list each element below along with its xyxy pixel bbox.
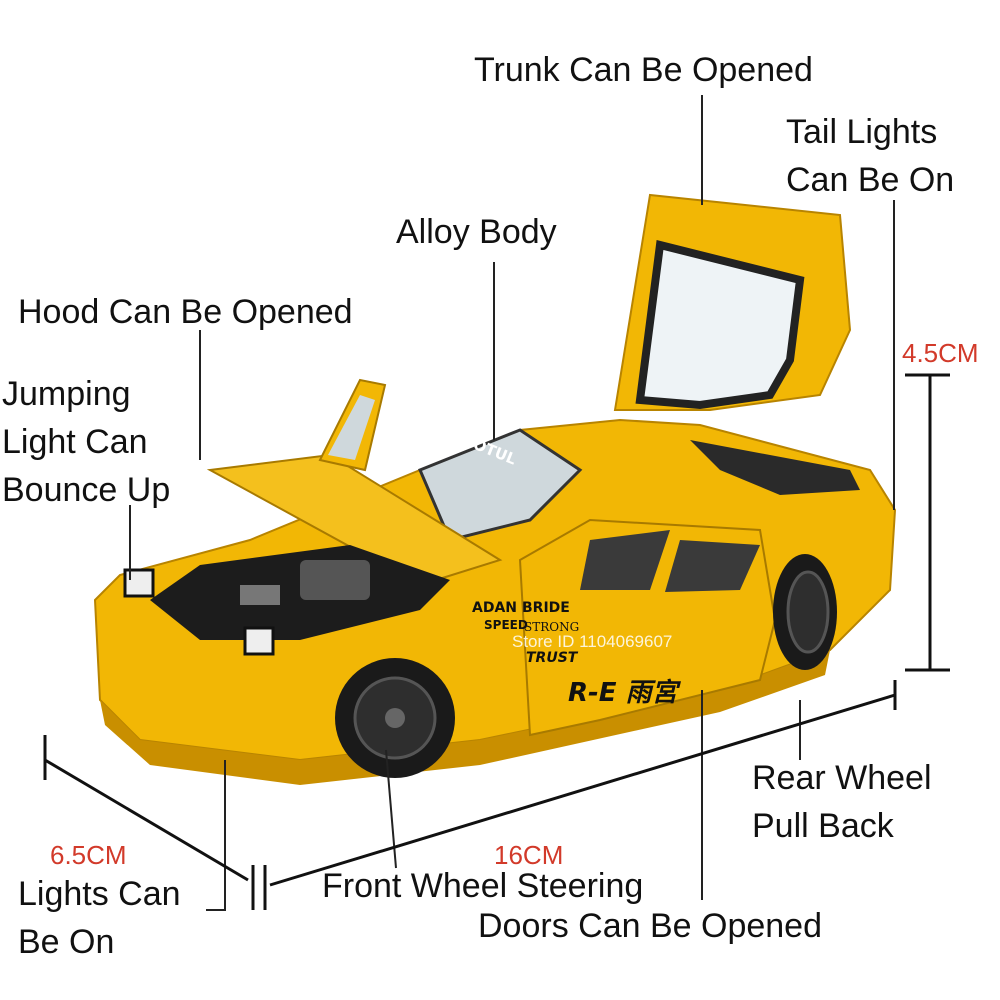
front-wheel [335,658,455,778]
store-watermark: Store ID 1104069607 [512,632,673,651]
callout-trunk: Trunk Can Be Opened [474,51,813,89]
callout-front-wheel: Front Wheel Steering [322,867,644,905]
decal-bride: BRIDE [522,600,570,616]
callout-jumping-line3: Bounce Up [2,471,171,509]
callout-tail-lights-line1: Tail Lights [786,113,938,151]
decal-speed: SPEED [484,618,528,632]
car-body [93,378,897,785]
callout-hood: Hood Can Be Opened [18,293,353,331]
decal-script: R-E 雨宮 [568,678,678,708]
callout-lights-line2: Be On [18,923,115,961]
dimension-width: 6.5CM [50,840,127,870]
leader-lines [129,95,895,911]
callout-doors: Doors Can Be Opened [478,907,822,945]
callout-tail-lights-line2: Can Be On [786,161,955,199]
open-hatch [613,193,852,411]
decal-strong: STRONG [524,620,580,634]
callout-alloy-body: Alloy Body [396,213,557,251]
dimension-markers [43,373,950,910]
dimension-height: 4.5CM [902,338,979,368]
callout-lights-line1: Lights Can [18,875,181,913]
callout-jumping-line1: Jumping [2,375,131,413]
decal-trust: TRUST [526,650,578,666]
callout-jumping-line2: Light Can [2,423,148,461]
decal-adan: ADAN [472,600,518,616]
dimension-length: 16CM [494,840,564,870]
rear-wheel [773,554,837,670]
callout-rear-wheel-line2: Pull Back [752,807,894,845]
callout-rear-wheel-line1: Rear Wheel [752,759,932,797]
